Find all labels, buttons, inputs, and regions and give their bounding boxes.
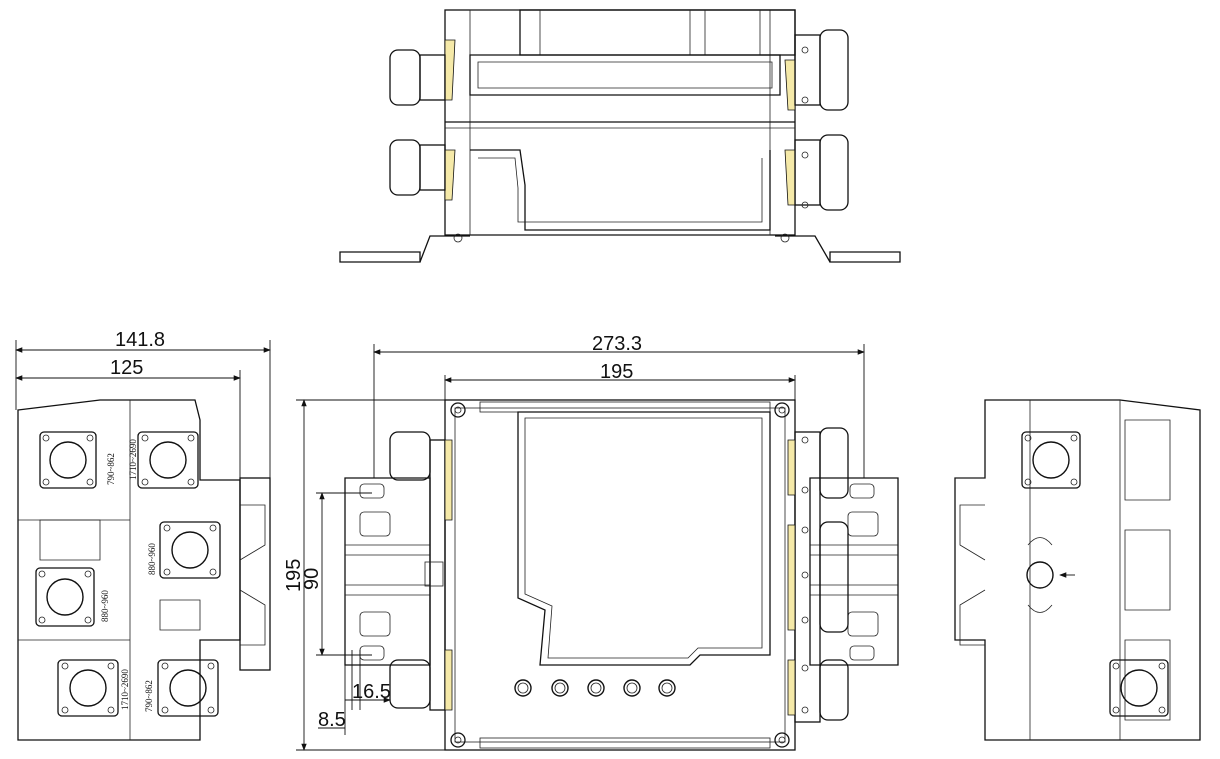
dim-slot-offset: 16.5 <box>352 681 391 703</box>
label-port-middle-right: 880~960 <box>147 543 157 575</box>
front-view: 273.3 195 195 90 16.5 8.5 <box>283 333 899 751</box>
label-port-top-right: 1710~2690 <box>128 439 138 480</box>
vent-valve <box>1026 561 1054 589</box>
port-right-top <box>1021 431 1081 489</box>
dim-body-width: 195 <box>600 361 633 383</box>
left-side-view: 790~862 1710~2690 880~960 880~960 1710~2… <box>15 329 271 741</box>
label-port-top-left: 790~862 <box>106 453 116 485</box>
label-port-bottom-left: 1710~2690 <box>120 669 130 710</box>
port-top-left <box>39 431 97 489</box>
dim-overall-depth: 141.8 <box>115 329 165 351</box>
port-middle-right <box>159 521 221 579</box>
label-port-middle-left: 880~960 <box>100 590 110 622</box>
port-bottom-left <box>57 659 119 717</box>
right-side-view <box>954 399 1201 741</box>
dim-height: 195 <box>283 559 305 592</box>
dim-slot-pitch: 90 <box>301 568 323 590</box>
port-bottom-right <box>157 659 219 717</box>
top-view <box>339 9 901 263</box>
dim-body-depth: 125 <box>110 357 143 379</box>
port-top-right <box>137 431 199 489</box>
port-right-bottom <box>1109 659 1169 717</box>
dim-overall-width: 273.3 <box>592 333 642 355</box>
port-middle-left <box>35 567 95 627</box>
label-port-bottom-right: 790~862 <box>144 680 154 712</box>
dim-base-offset: 8.5 <box>318 709 346 731</box>
